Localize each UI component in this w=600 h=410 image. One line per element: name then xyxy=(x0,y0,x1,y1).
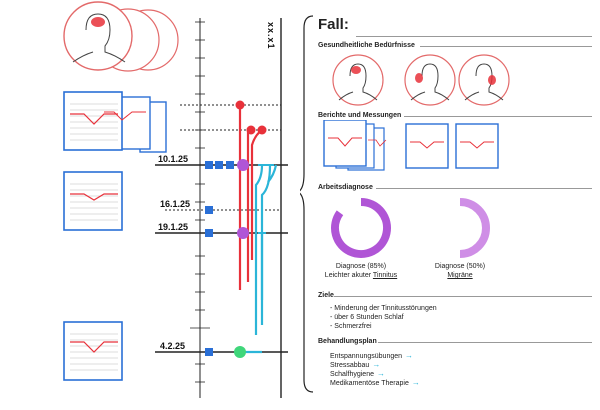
diagnosis-ring-2[interactable] xyxy=(459,198,490,258)
date-label-2: 16.1.25 xyxy=(160,199,191,209)
section-title-goals: Ziele xyxy=(318,292,334,299)
section-title-diagnosis: Arbeitsdiagnose xyxy=(318,184,373,191)
plan-item-4-label: Medikamentöse Therapie xyxy=(330,380,409,387)
report-thumb-2[interactable] xyxy=(405,123,449,169)
head-icon-1[interactable] xyxy=(332,54,384,106)
timeline-svg xyxy=(63,1,288,398)
cyan-caps xyxy=(258,164,274,234)
plan-item-3[interactable]: Schalfhygiene→ xyxy=(330,369,385,378)
goal-item-1: - Minderung der Tinnitusstörungen xyxy=(330,305,437,312)
plan-item-1[interactable]: Entspannungsübungen→ xyxy=(330,351,413,360)
diagnosis-1-prefix: Leichter akuter xyxy=(324,272,373,279)
arrow-right-icon: → xyxy=(411,378,420,387)
plan-item-4[interactable]: Medikamentöse Therapie→ xyxy=(330,378,420,387)
plan-item-2-label: Stressabbau xyxy=(330,362,370,369)
date-label-4: 4.2.25 xyxy=(160,341,186,351)
report-card-bottom[interactable] xyxy=(63,321,123,381)
head-icon-2[interactable] xyxy=(404,54,456,106)
diagnosis-2-line1: Diagnose (50%) xyxy=(434,263,486,270)
date-label-3: 19.1.25 xyxy=(158,222,189,232)
head-icon-3[interactable] xyxy=(458,54,510,106)
blue-markers[interactable] xyxy=(205,161,234,356)
plan-item-1-label: Entspannungsübungen xyxy=(330,353,403,360)
report-card-mid[interactable] xyxy=(63,171,123,231)
plan-item-2[interactable]: Stressabbau→ xyxy=(330,360,380,369)
report-thumb-stack[interactable] xyxy=(323,120,387,171)
green-node[interactable] xyxy=(234,346,246,358)
plan-item-3-label: Schalfhygiene xyxy=(330,371,374,378)
cyan-threads[interactable] xyxy=(240,164,278,354)
report-thumbnails xyxy=(323,120,499,171)
arrow-right-icon: → xyxy=(405,351,414,360)
section-title-needs: Gesundheitliche Bedürfnisse xyxy=(318,42,415,49)
report-stack-top[interactable] xyxy=(63,91,167,153)
date-lines xyxy=(155,164,288,353)
diagnosis-1-line1: Diagnose (85%) xyxy=(335,263,387,270)
needs-heads xyxy=(332,54,510,106)
diagnosis-1-term[interactable]: Tinnitus xyxy=(372,272,398,279)
diagnosis-rings xyxy=(331,198,490,258)
date-label-1: 10.1.25 xyxy=(158,154,189,164)
case-panel: Fall: Gesundheitliche Bedürfnisse Berich… xyxy=(318,12,592,404)
diagnosis-ring-1[interactable] xyxy=(331,198,391,258)
head-scan-stack[interactable] xyxy=(63,1,179,72)
diagnosis-2-term[interactable]: Migräne xyxy=(447,272,473,279)
report-thumb-3[interactable] xyxy=(455,123,499,169)
axis-code: xx.x1 xyxy=(266,22,276,50)
diagnosis-label-2: Diagnose (50%) Migräne xyxy=(420,262,500,280)
curly-brace xyxy=(300,15,314,393)
red-nodes[interactable] xyxy=(235,100,267,135)
goal-item-2: - über 6 Stunden Schlaf xyxy=(330,314,404,321)
title-rule xyxy=(356,36,592,37)
arrow-right-icon: → xyxy=(376,369,385,378)
goal-item-3: - Schmerzfrei xyxy=(330,323,372,330)
timeline-panel: 10.1.25 16.1.25 19.1.25 4.2.25 xx.x1 xyxy=(63,1,288,398)
case-title: Fall: xyxy=(318,16,349,33)
diagnosis-label-1: Diagnose (85%) Leichter akuter Tinnitus xyxy=(318,262,404,280)
purple-nodes[interactable] xyxy=(237,159,249,239)
section-title-reports: Berichte und Messungen xyxy=(318,112,402,119)
arrow-right-icon: → xyxy=(372,360,381,369)
section-title-plan: Behandlungsplan xyxy=(318,338,377,345)
